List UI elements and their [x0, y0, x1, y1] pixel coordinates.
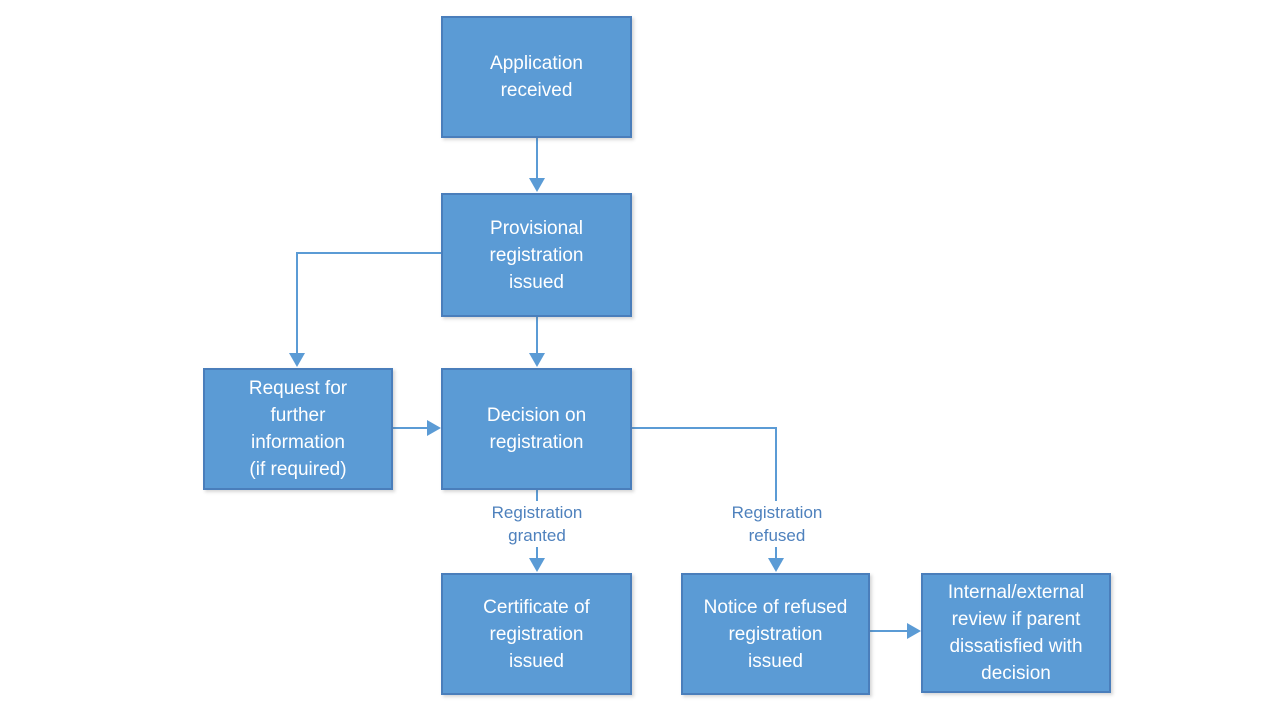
node-request-further-information: Request for further information (if requ…: [203, 368, 393, 490]
node-provisional-registration-issued: Provisional registration issued: [441, 193, 632, 317]
edge-label-registration-refused: Registration refused: [717, 501, 837, 547]
node-certificate-of-registration-issued: Certificate of registration issued: [441, 573, 632, 695]
node-application-received: Application received: [441, 16, 632, 138]
connector-decision-to-notice: [632, 427, 784, 572]
node-decision-on-registration: Decision on registration: [441, 368, 632, 490]
connector-provisional-to-request: [289, 252, 441, 367]
connector-provisional-to-decision: [529, 317, 545, 367]
edge-label-registration-granted: Registration granted: [477, 501, 597, 547]
connector-application-to-provisional: [529, 138, 545, 192]
node-internal-external-review: Internal/external review if parent dissa…: [921, 573, 1111, 693]
connector-request-to-decision: [393, 420, 441, 436]
node-notice-of-refused-registration-issued: Notice of refused registration issued: [681, 573, 870, 695]
connector-notice-to-review: [870, 623, 921, 639]
